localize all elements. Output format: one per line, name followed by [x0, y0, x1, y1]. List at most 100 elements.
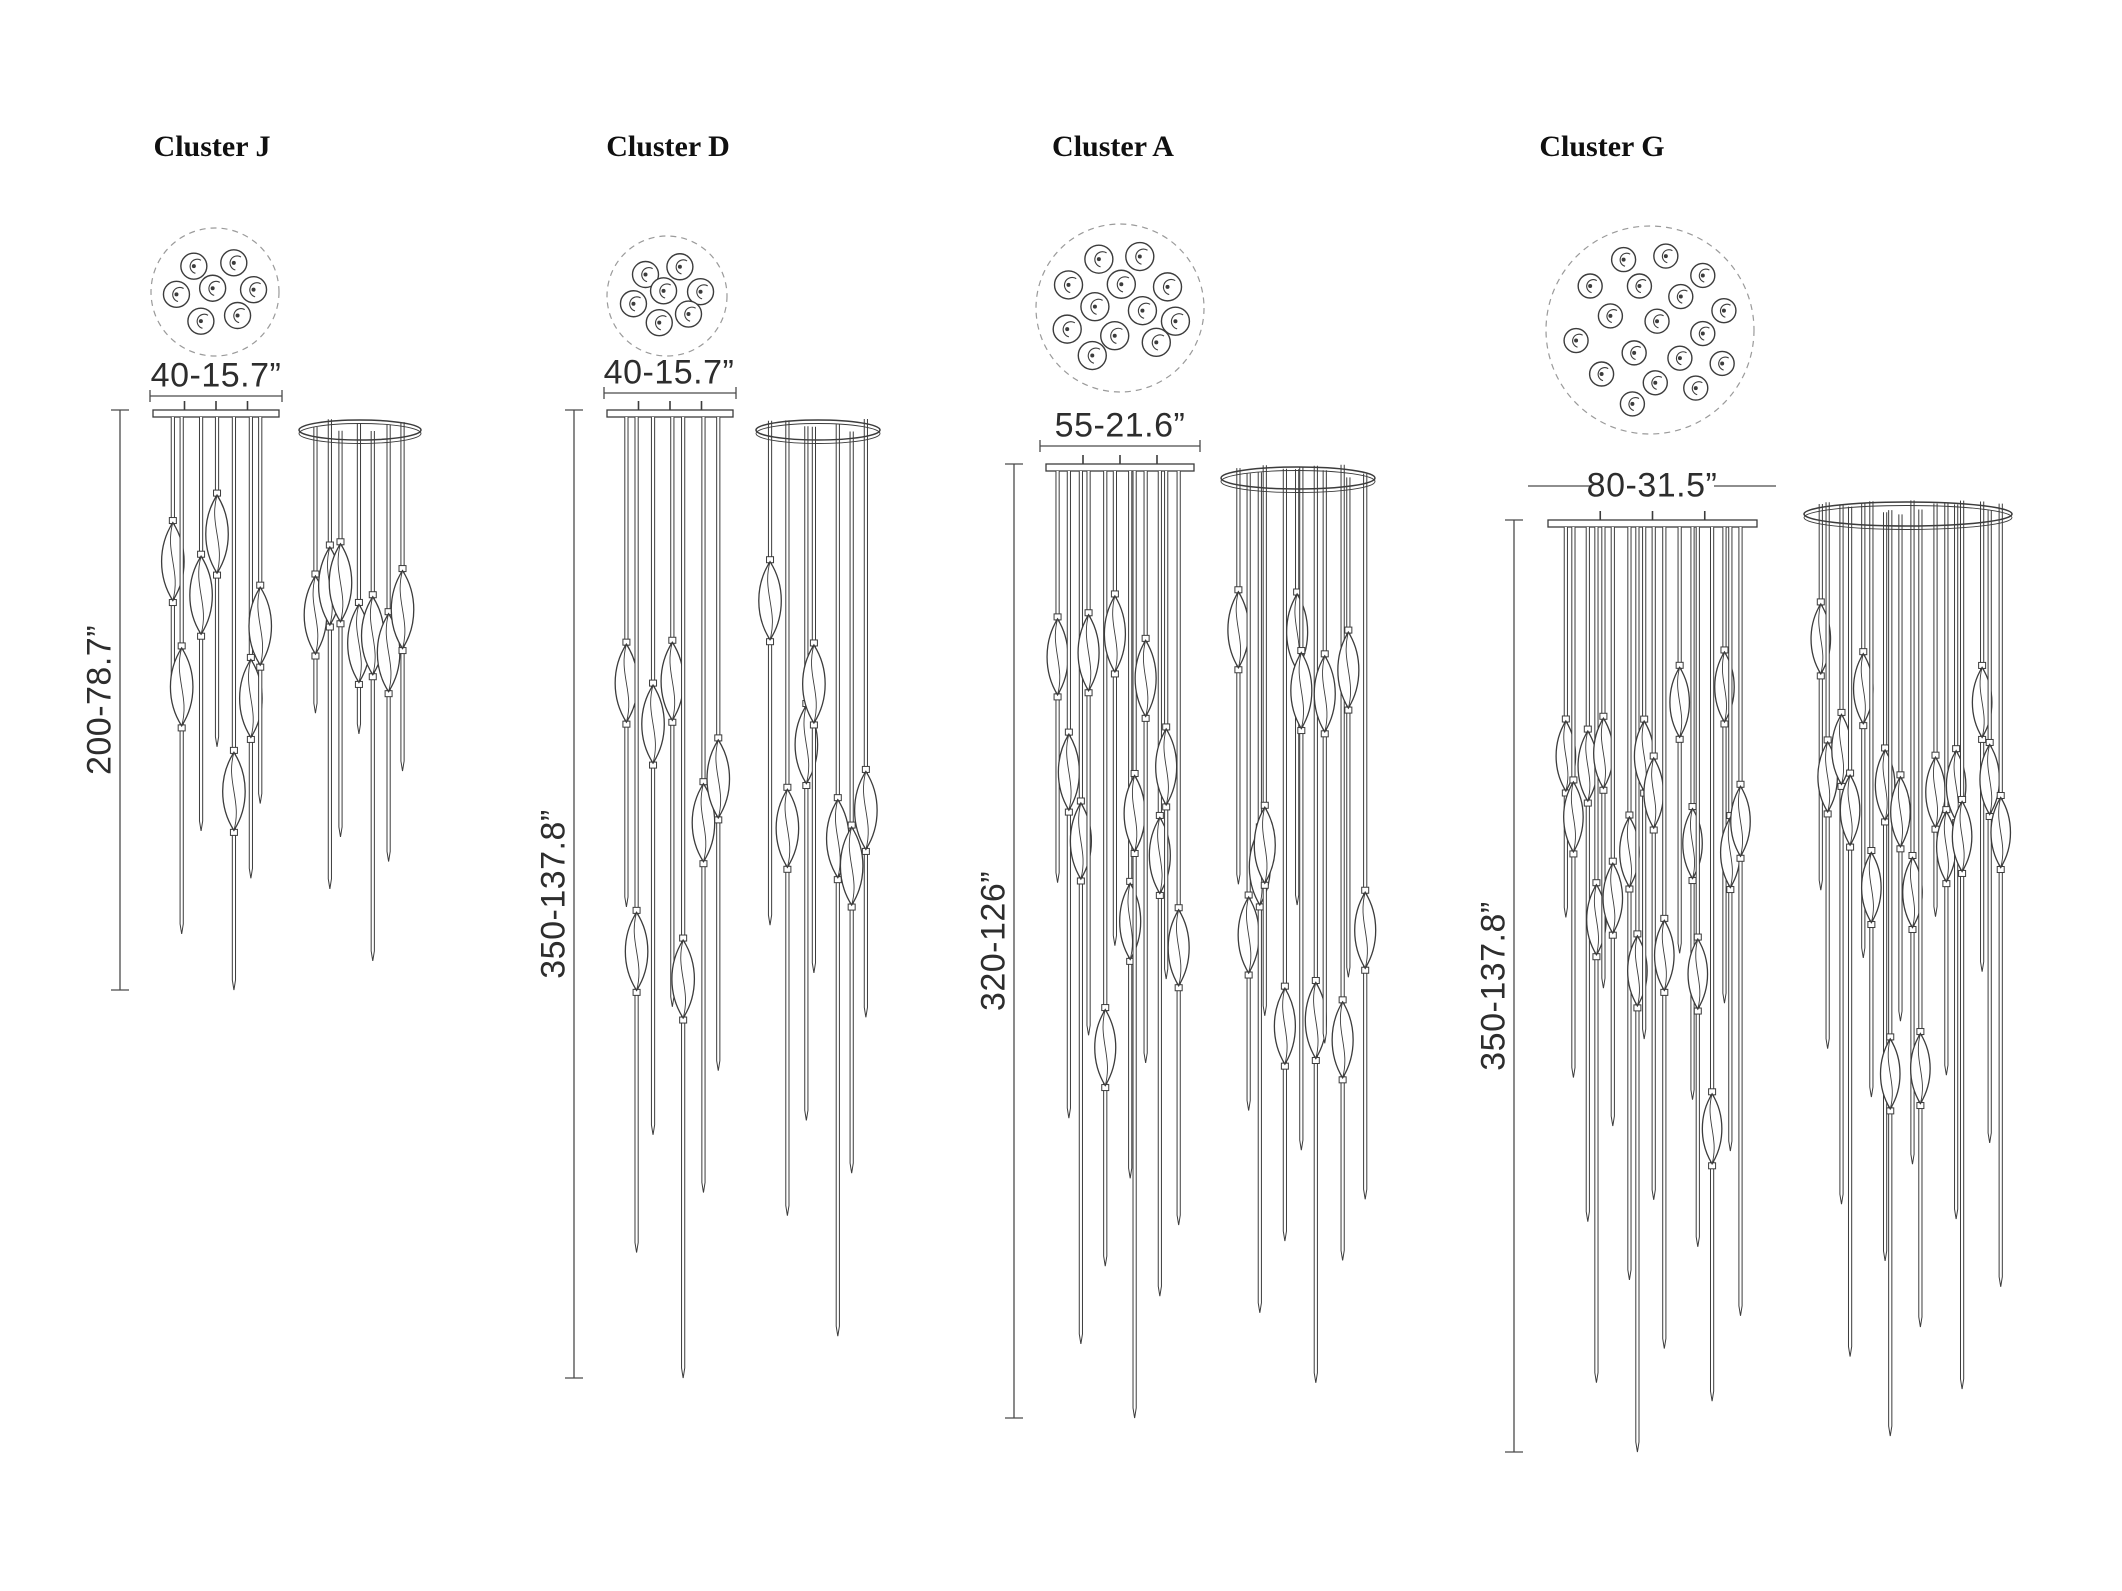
- pendant-rod: [1086, 471, 1091, 1036]
- pendant-rod: [1839, 504, 1844, 1205]
- pendant-top-symbol: [1080, 291, 1110, 322]
- pendant-rod: [1143, 471, 1148, 1063]
- pendant-rod: [1176, 471, 1181, 1226]
- pendant-top-symbol: [1563, 327, 1589, 354]
- pendant-rod: [1610, 527, 1615, 1127]
- pendant-rod: [1078, 471, 1083, 1345]
- pendant-rod: [1262, 465, 1267, 1016]
- pendant-rod: [1888, 510, 1893, 1437]
- pendant-top-symbol: [631, 260, 660, 289]
- flat-canopy: [1045, 463, 1195, 472]
- pendant-top-symbol: [187, 307, 215, 335]
- pendant-rod: [1987, 510, 1992, 1144]
- pendant-rod: [1236, 468, 1241, 885]
- pendant-top-symbol: [1709, 350, 1735, 377]
- cluster-title: Cluster A: [1052, 130, 1174, 163]
- pendant-top-symbol: [1690, 320, 1716, 347]
- flat-canopy: [1547, 519, 1758, 528]
- round-canopy-elevation: [1220, 464, 1377, 1383]
- flat-canopy: [152, 409, 280, 418]
- pendant-rod: [863, 419, 868, 1018]
- pendant-rod: [1132, 471, 1137, 1419]
- round-canopy-elevation: [755, 419, 881, 1337]
- pendant-top-symbol: [198, 274, 227, 302]
- width-dimension-label: 80-31.5”: [1586, 466, 1718, 505]
- pendant-rod: [1898, 514, 1903, 1022]
- top-view-boundary: [150, 227, 280, 357]
- pendant-top-symbol: [1077, 340, 1107, 371]
- pendant-top-symbol: [686, 278, 715, 306]
- pendant-rod: [1103, 471, 1108, 1267]
- cluster-G: [1505, 225, 2013, 1453]
- width-dimension-label: 40-15.7”: [603, 353, 735, 392]
- pendant-top-symbol: [1642, 370, 1668, 396]
- pendant-rod: [1869, 501, 1874, 1098]
- pendant-rod: [214, 417, 220, 747]
- pendant-top-symbol: [239, 275, 268, 304]
- pendant-rod: [1627, 527, 1632, 1280]
- flat-canopy: [606, 409, 734, 418]
- flat-canopy-elevation: [152, 401, 280, 991]
- pendant-rod: [1322, 470, 1327, 1044]
- pendant-rod: [1363, 473, 1368, 1200]
- pendant-top-symbol: [1084, 244, 1114, 274]
- pendant-rod: [1695, 527, 1700, 1247]
- pendant-rod: [1883, 512, 1888, 1261]
- pendant-rod: [1954, 504, 1959, 1220]
- pendant-rod: [1282, 468, 1287, 1242]
- pendant-top-symbol: [645, 308, 673, 337]
- pendant-rod: [1246, 473, 1251, 1111]
- pendant-rod: [1709, 527, 1715, 1402]
- pendant-rod: [1340, 464, 1345, 1261]
- flat-canopy-elevation: [1547, 511, 1758, 1453]
- height-dimension-line: [565, 409, 583, 1379]
- round-canopy: [1803, 501, 2013, 527]
- pendant-top-symbol: [1626, 273, 1653, 299]
- pendant-top-symbol: [1106, 269, 1137, 299]
- pendant-top-symbol: [1127, 295, 1158, 326]
- round-canopy-elevation: [298, 419, 422, 962]
- pendant-top-symbol: [1653, 243, 1679, 269]
- pendant-top-symbol: [1690, 262, 1716, 289]
- pendant-top-symbol: [1644, 308, 1670, 334]
- pendant-top-symbol: [1621, 340, 1647, 366]
- top-view-boundary: [1035, 223, 1205, 393]
- height-dimension-label: 200-78.7”: [80, 624, 119, 776]
- pendant-rod: [1847, 506, 1853, 1357]
- top-view-boundary: [606, 235, 728, 357]
- height-dimension-label: 320-126”: [974, 870, 1013, 1012]
- pendant-rod: [1346, 477, 1351, 978]
- pendant-top-symbol: [1052, 314, 1082, 344]
- pendant-top-symbol: [1100, 321, 1130, 351]
- cluster-title: Cluster G: [1539, 130, 1665, 163]
- pendant-rod: [681, 417, 686, 1379]
- pendant-top-symbol: [1141, 327, 1172, 358]
- cluster-title: Cluster D: [606, 130, 730, 163]
- pendant-rod: [1299, 467, 1304, 1151]
- pendant-rod: [849, 431, 854, 1174]
- height-dimension-line: [111, 409, 129, 991]
- cluster-D: [565, 235, 881, 1379]
- pendant-top-symbol: [666, 253, 694, 281]
- top-view-boundary: [1545, 225, 1755, 435]
- pendant-rod: [650, 417, 656, 1135]
- pendant-top-symbol: [1610, 246, 1637, 273]
- pendant-top-symbol: [162, 280, 191, 309]
- pendant-top-symbol: [1588, 361, 1615, 387]
- pendant-top-symbol: [1053, 270, 1084, 300]
- pendant-rod: [231, 417, 237, 991]
- pendant-rod: [1959, 500, 1965, 1390]
- round-canopy-elevation: [1803, 500, 2013, 1437]
- height-dimension-line: [1005, 463, 1023, 1419]
- pendant-rod: [1722, 527, 1727, 1004]
- pendant-top-symbol: [220, 249, 248, 277]
- flat-canopy-elevation: [606, 401, 734, 1379]
- flat-canopy-elevation: [1045, 455, 1195, 1419]
- height-dimension-line: [1505, 519, 1523, 1453]
- pendant-rod: [338, 430, 343, 837]
- width-dimension-label: 40-15.7”: [150, 356, 282, 395]
- pendant-top-symbol: [1668, 283, 1694, 310]
- width-dimension-label: 55-21.6”: [1054, 406, 1186, 445]
